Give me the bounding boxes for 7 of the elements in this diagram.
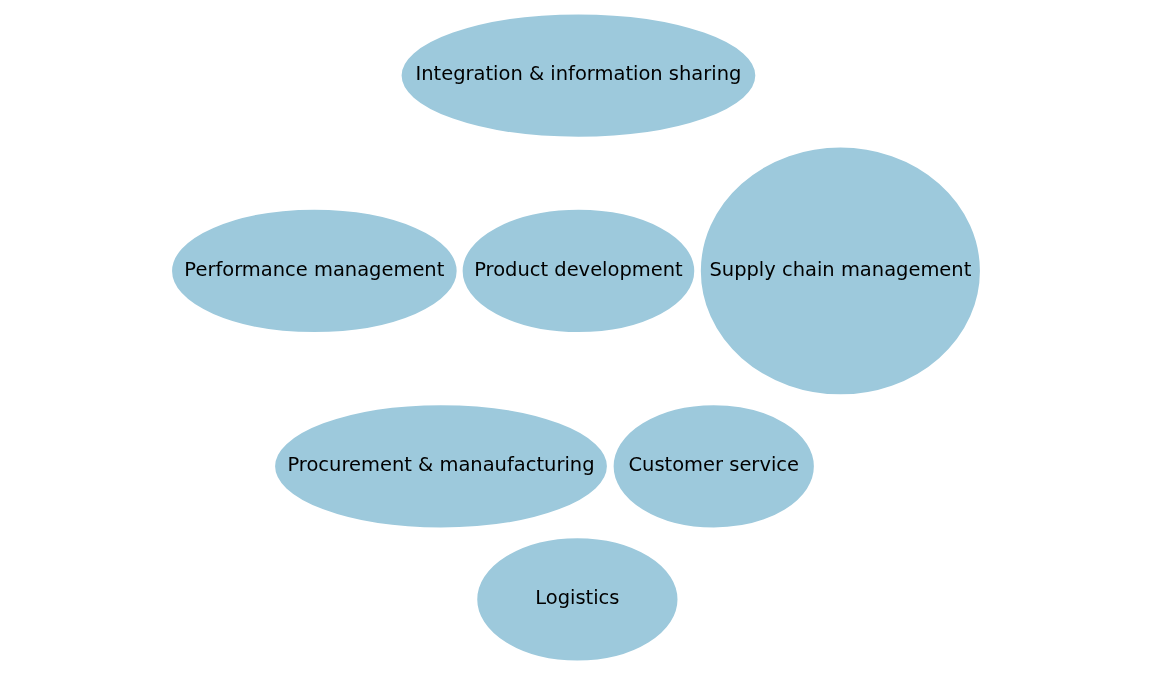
node-ellipse: Integration & information sharing bbox=[399, 11, 758, 139]
node-ellipse: Product development bbox=[460, 207, 697, 334]
node-ellipse: Performance management bbox=[169, 207, 459, 334]
node-ellipse: Logistics bbox=[475, 535, 680, 663]
node-ellipse: Customer service bbox=[611, 402, 817, 530]
node-ellipse: Supply chain management bbox=[698, 144, 983, 396]
node-ellipse: Procurement & manaufacturing bbox=[272, 402, 610, 530]
